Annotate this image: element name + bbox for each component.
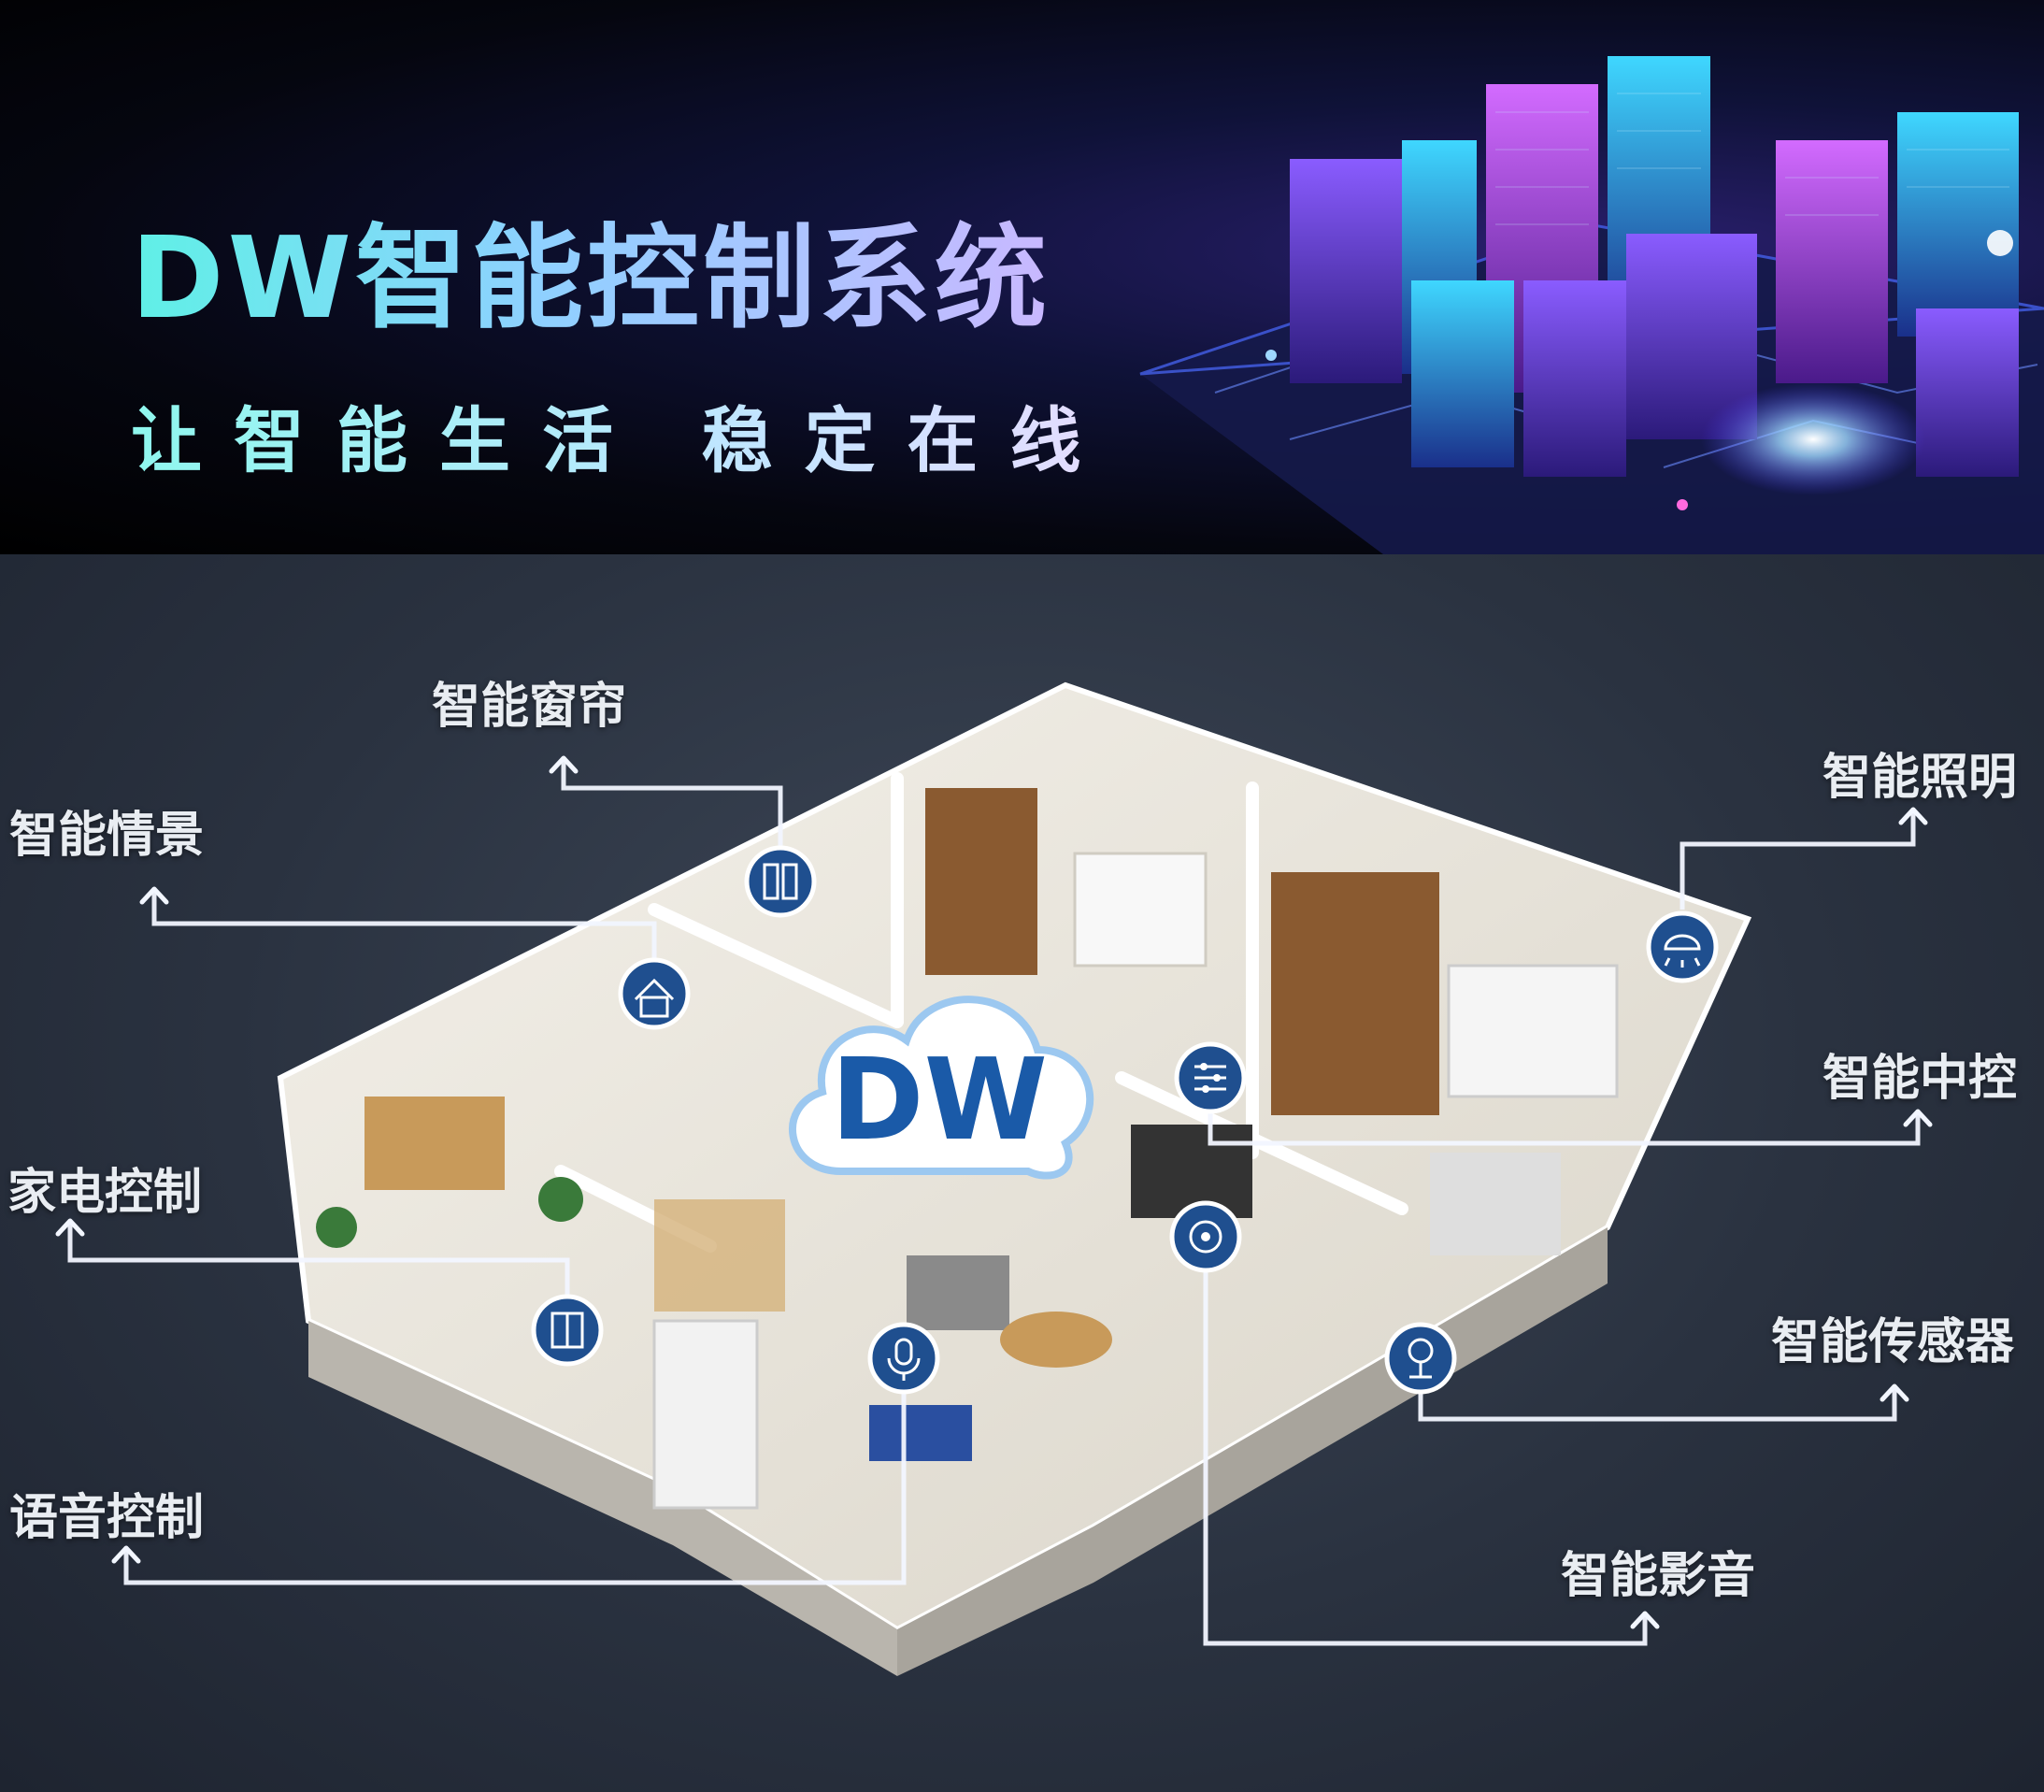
label-smart-scene: 智能情景 bbox=[9, 808, 205, 864]
dw-cloud-logo: DW bbox=[789, 996, 1093, 1180]
label-smart-av: 智能影音 bbox=[1561, 1548, 1756, 1604]
sensor-node bbox=[1384, 1322, 1457, 1395]
central-control-node bbox=[1174, 1041, 1247, 1114]
dw-logo-text: DW bbox=[831, 1036, 1048, 1166]
scene-node bbox=[618, 957, 691, 1030]
banner-title: DW智能控制系统 bbox=[131, 187, 1051, 350]
label-appliance-control: 家电控制 bbox=[7, 1165, 203, 1221]
appliance-node bbox=[531, 1294, 604, 1367]
smart-city-illustration bbox=[1139, 56, 2044, 554]
label-smart-sensor: 智能传感器 bbox=[1771, 1314, 2015, 1370]
label-voice-control: 语音控制 bbox=[9, 1490, 205, 1546]
curtain-node bbox=[744, 845, 817, 918]
hero-banner: DW智能控制系统 让智能生活 稳定在线 bbox=[0, 0, 2044, 554]
label-central-control: 智能中控 bbox=[1822, 1051, 2018, 1107]
lighting-node bbox=[1646, 910, 1719, 983]
banner-subtitle: 让智能生活 稳定在线 bbox=[131, 383, 1112, 486]
label-smart-lighting: 智能照明 bbox=[1822, 750, 2018, 806]
smart-home-diagram: DW 智能窗帘 智能情景 智能照明 智能中控 家电控制 智能传感器 语音控制 智… bbox=[0, 554, 2044, 1792]
label-smart-curtain: 智能窗帘 bbox=[432, 679, 627, 735]
av-node bbox=[1169, 1200, 1242, 1273]
voice-node bbox=[867, 1322, 940, 1395]
